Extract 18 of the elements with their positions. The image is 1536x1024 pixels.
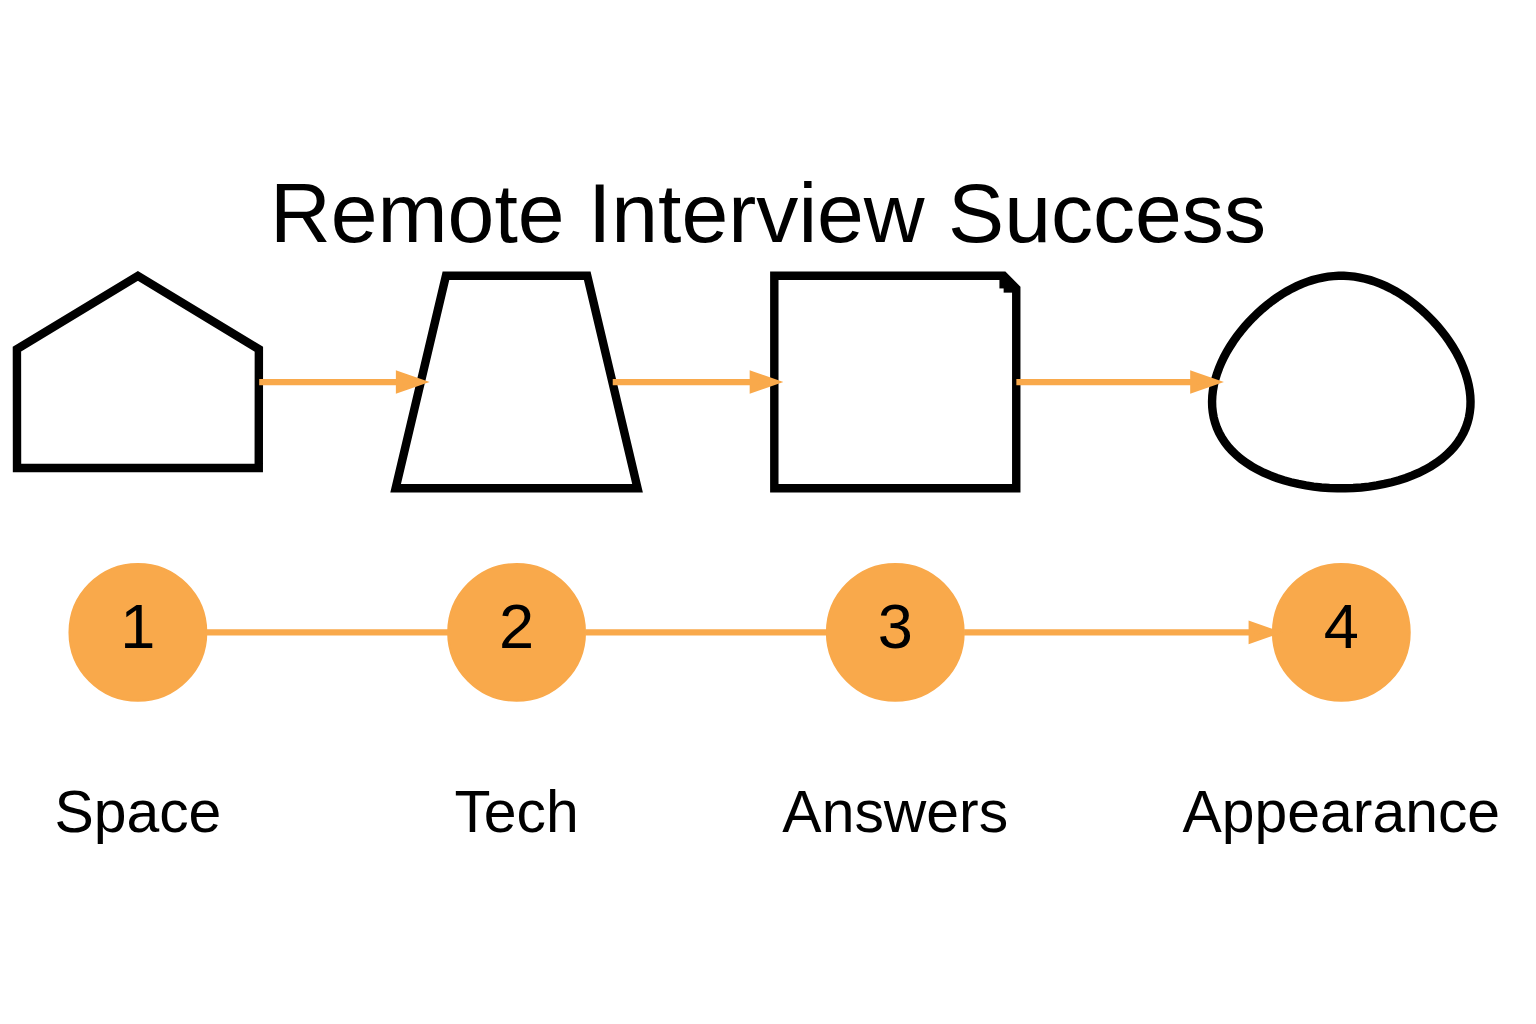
node-laptop [390,271,643,492]
arrow [1016,369,1224,394]
node-circle: 2 [447,562,586,702]
connector [206,628,449,636]
node-label: Appearance [1182,778,1501,844]
node-label: Space [54,778,222,844]
node-circle: 1 [68,562,208,702]
node-label: Answers [782,778,1009,844]
node-circle: 4 [1271,562,1411,702]
node-circle: 3 [825,562,965,702]
arrow [259,369,430,394]
node-clipboard [770,271,1021,492]
arrow [612,369,784,394]
diagram-title: Remote Interview Success [269,165,1267,260]
node-person [1207,271,1475,492]
connector [585,628,827,636]
node-label: Tech [454,778,579,844]
node-chair [12,270,264,472]
